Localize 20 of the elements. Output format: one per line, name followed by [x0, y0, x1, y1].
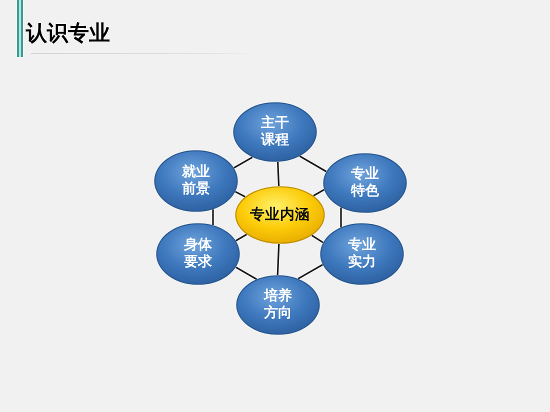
connector-line: [234, 156, 253, 168]
slide-title: 认识专业: [26, 22, 110, 46]
connector-line: [212, 209, 214, 225]
topic-ellipse: 专业特色: [323, 153, 407, 213]
connector-line: [340, 208, 342, 228]
topic-ellipse: 专业实力: [320, 223, 404, 285]
topic-ellipse: 就业前景: [154, 150, 238, 212]
connector-line: [313, 189, 324, 196]
connector-line: [299, 156, 327, 172]
topic-ellipse: 主干课程: [233, 102, 317, 162]
core-ellipse: 专业内涵: [235, 186, 325, 244]
connector-line: [236, 234, 247, 242]
connector-line: [277, 162, 280, 186]
connector-line: [235, 191, 246, 198]
connector-line: [311, 234, 324, 244]
connector-line: [236, 266, 257, 280]
connector-line: [276, 244, 280, 276]
topic-ellipse: 身体要求: [156, 223, 240, 285]
connector-line: [298, 264, 323, 280]
topic-ellipse: 培养方向: [236, 275, 320, 335]
